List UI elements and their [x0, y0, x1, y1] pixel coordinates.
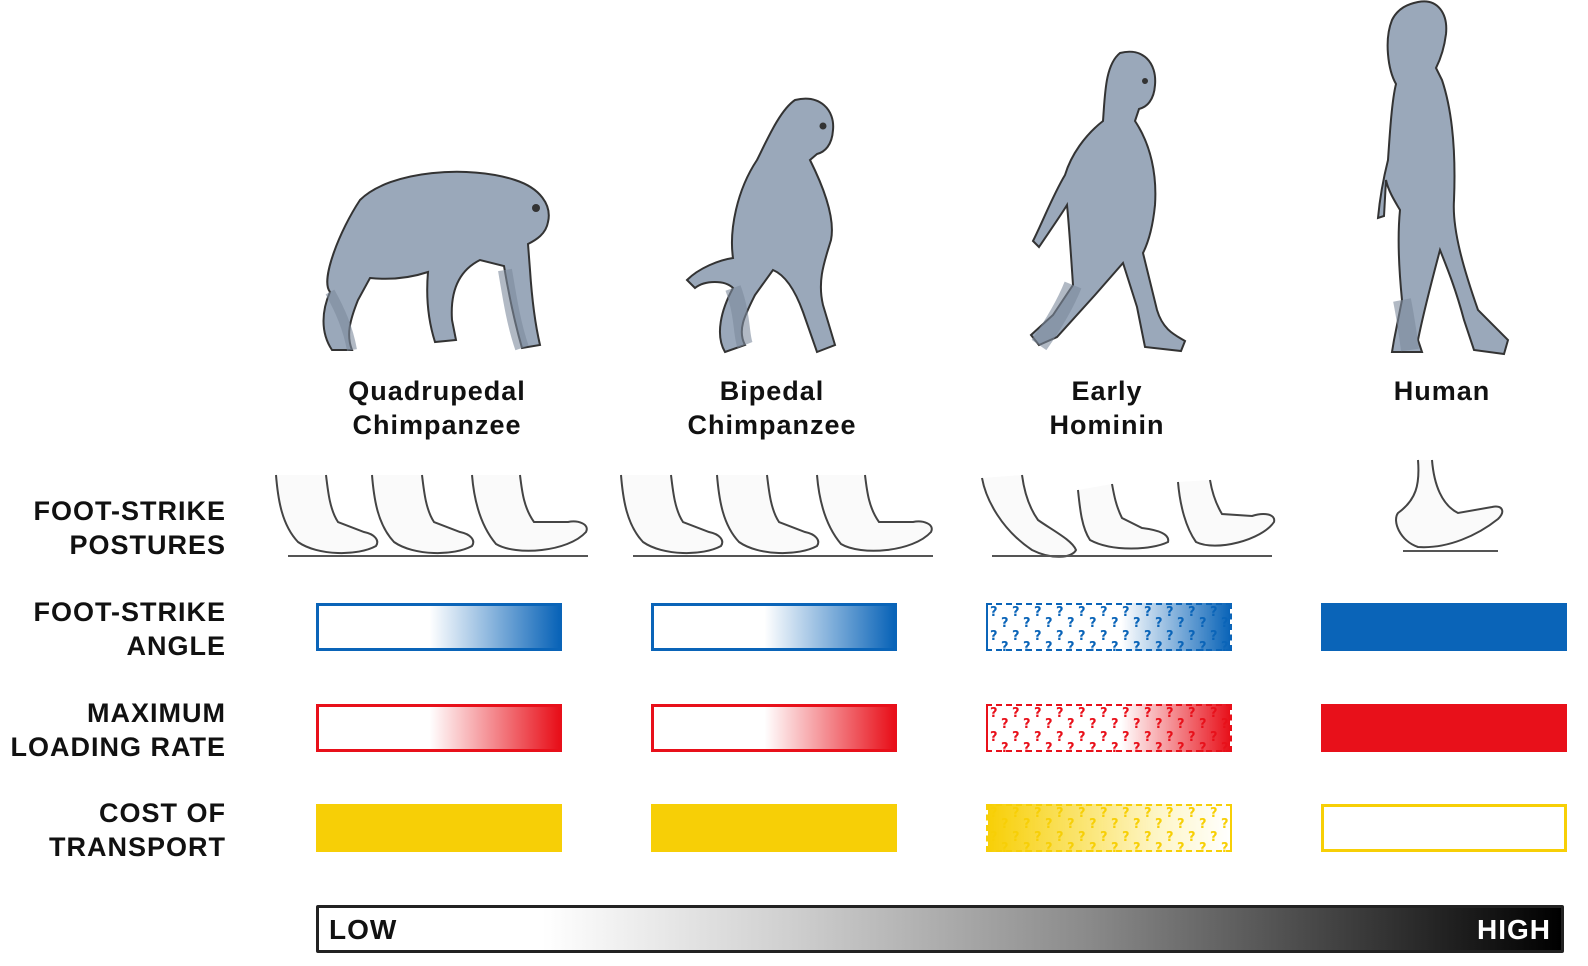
- cost-of-transport-bar-human: [1321, 804, 1567, 852]
- species-label-line: Early: [1071, 376, 1143, 406]
- foot-strike-angle-bar-bipedal: [651, 603, 897, 651]
- legend-low-label: LOW: [329, 914, 398, 945]
- species-label-line: Human: [1393, 376, 1491, 406]
- loading-rate-bar-quadrupedal: [316, 704, 562, 752]
- foot-strike-postures-human: [1395, 459, 1504, 552]
- species-label-quadrupedal-chimpanzee: Quadrupedal Chimpanzee: [287, 374, 587, 442]
- cost-of-transport-bar-bipedal: [651, 804, 897, 852]
- species-label-line: Bipedal: [719, 376, 825, 406]
- early-hominin-figure: [1029, 50, 1187, 353]
- row-label-foot-strike-angle: FOOT-STRIKE ANGLE: [33, 597, 226, 661]
- species-label-bipedal-chimpanzee: Bipedal Chimpanzee: [622, 374, 922, 442]
- legend-high-label: HIGH: [1477, 914, 1551, 945]
- species-label-line: Chimpanzee: [352, 410, 522, 440]
- foot-strike-angle-bar-early-hominin: [986, 603, 1232, 651]
- foot-strike-angle-bar-human: [1321, 603, 1567, 651]
- species-label-line: Quadrupedal: [348, 376, 526, 406]
- human-figure: [1376, 0, 1510, 356]
- species-label-line: Hominin: [1049, 410, 1165, 440]
- species-label-early-hominin: Early Hominin: [957, 374, 1257, 442]
- cost-of-transport-bar-early-hominin: [986, 804, 1232, 852]
- species-label-human: Human: [1292, 374, 1588, 408]
- foot-strike-postures-early-hominin: [981, 474, 1276, 558]
- foot-strike-postures-bipedal: [620, 474, 933, 557]
- loading-rate-bar-bipedal: [651, 704, 897, 752]
- loading-rate-bar-early-hominin: [986, 704, 1232, 752]
- quadrupedal-chimpanzee-figure: [322, 170, 550, 351]
- loading-rate-bar-human: [1321, 704, 1567, 752]
- cost-of-transport-bar-quadrupedal: [316, 804, 562, 852]
- low-high-legend-bar: LOW HIGH: [316, 905, 1564, 953]
- foot-strike-angle-bar-quadrupedal: [316, 603, 562, 651]
- row-label-foot-strike-postures: FOOT-STRIKE POSTURES: [33, 496, 226, 560]
- row-label-maximum-loading-rate: MAXIMUM LOADING RATE: [10, 698, 226, 762]
- species-label-line: Chimpanzee: [687, 410, 857, 440]
- bipedal-chimpanzee-figure: [685, 97, 837, 354]
- row-label-cost-of-transport: COST OF TRANSPORT: [49, 798, 226, 862]
- foot-strike-postures-quadrupedal: [275, 474, 588, 557]
